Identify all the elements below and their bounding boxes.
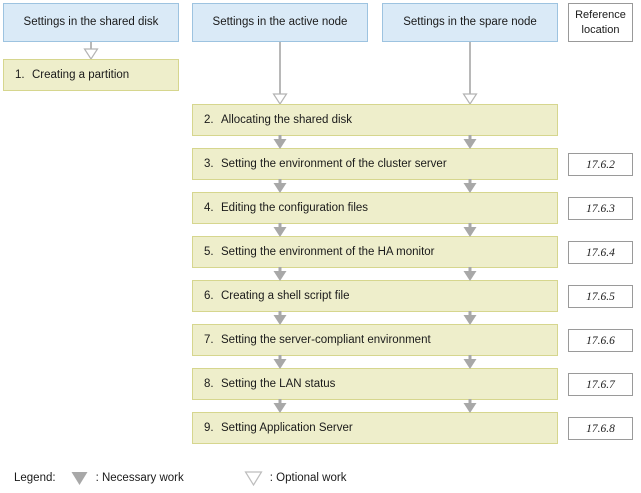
necessary-arrow-spare-4-5 (461, 223, 479, 238)
reference-cell-7: 17.6.6 (568, 329, 633, 352)
step-box-4: 4. Editing the configuration files (192, 192, 558, 224)
column-header-active-node: Settings in the active node (192, 3, 368, 42)
step-box-5: 5. Setting the environment of the HA mon… (192, 236, 558, 268)
necessary-arrow-active-6-7 (271, 311, 289, 326)
necessary-arrow-spare-8-9 (461, 399, 479, 414)
legend-title: Legend: (14, 472, 56, 484)
step-box-2: 2. Allocating the shared disk (192, 104, 558, 136)
necessary-arrow-active-4-5 (271, 223, 289, 238)
column-header-label: Settings in the shared disk (23, 16, 159, 29)
step-label: Setting the environment of the HA monito… (221, 246, 435, 258)
step-number: 4. (204, 202, 214, 214)
optional-arrow-shared-disk (82, 42, 100, 60)
step-number: 9. (204, 422, 214, 434)
reference-label: 17.6.4 (586, 246, 615, 259)
step-box-3: 3. Setting the environment of the cluste… (192, 148, 558, 180)
step-label: Editing the configuration files (221, 202, 369, 214)
necessary-work-arrow-icon (70, 470, 89, 487)
step-label: Setting the environment of the cluster s… (221, 158, 447, 170)
necessary-arrow-active-8-9 (271, 399, 289, 414)
legend-optional-label: : Optional work (269, 472, 347, 484)
reference-cell-6: 17.6.5 (568, 285, 633, 308)
step-number: 6. (204, 290, 214, 302)
step-label: Setting Application Server (221, 422, 353, 434)
step-label: Creating a shell script file (221, 290, 350, 302)
step-box-7: 7. Setting the server-compliant environm… (192, 324, 558, 356)
reference-cell-3: 17.6.2 (568, 153, 633, 176)
reference-cell-8: 17.6.7 (568, 373, 633, 396)
step-label: Setting the server-compliant environment (221, 334, 431, 346)
legend-necessary-label: : Necessary work (95, 472, 184, 484)
step-label: Allocating the shared disk (221, 114, 353, 126)
step-number: 5. (204, 246, 214, 258)
necessary-arrow-active-3-4 (271, 179, 289, 194)
reference-cell-9: 17.6.8 (568, 417, 633, 440)
step-box-9: 9. Setting Application Server (192, 412, 558, 444)
reference-label: 17.6.7 (586, 378, 615, 391)
step-label: Setting the LAN status (221, 378, 336, 390)
necessary-arrow-spare-7-8 (461, 355, 479, 370)
step-number: 7. (204, 334, 214, 346)
reference-label: 17.6.8 (586, 422, 615, 435)
reference-label: 17.6.6 (586, 334, 615, 347)
reference-cell-5: 17.6.4 (568, 241, 633, 264)
step-box-8: 8. Setting the LAN status (192, 368, 558, 400)
step-number: 8. (204, 378, 214, 390)
necessary-arrow-active-5-6 (271, 267, 289, 282)
step-box-6: 6. Creating a shell script file (192, 280, 558, 312)
necessary-arrow-spare-5-6 (461, 267, 479, 282)
reference-label: 17.6.2 (586, 158, 615, 171)
column-header-reference-location: Reference location (568, 3, 633, 42)
column-header-spare-node: Settings in the spare node (382, 3, 558, 42)
step-number: 2. (204, 114, 214, 126)
column-header-label: Settings in the active node (212, 16, 348, 29)
necessary-arrow-active-2-3 (271, 135, 289, 150)
column-header-label: Reference location (575, 9, 626, 36)
step-label: Creating a partition (32, 69, 130, 81)
reference-label: 17.6.5 (586, 290, 615, 303)
necessary-arrow-spare-2-3 (461, 135, 479, 150)
necessary-arrow-spare-3-4 (461, 179, 479, 194)
reference-label: 17.6.3 (586, 202, 615, 215)
optional-work-arrow-icon (244, 470, 263, 487)
necessary-arrow-spare-6-7 (461, 311, 479, 326)
legend: Legend: : Necessary work : Optional work (14, 468, 346, 488)
necessary-arrow-active-7-8 (271, 355, 289, 370)
step-number: 3. (204, 158, 214, 170)
optional-arrow-spare-node (461, 42, 479, 105)
column-header-label: Settings in the spare node (403, 16, 537, 29)
step-box-1: 1. Creating a partition (3, 59, 179, 91)
optional-arrow-active-node (271, 42, 289, 105)
step-number: 1. (15, 69, 25, 81)
reference-cell-4: 17.6.3 (568, 197, 633, 220)
column-header-shared-disk: Settings in the shared disk (3, 3, 179, 42)
